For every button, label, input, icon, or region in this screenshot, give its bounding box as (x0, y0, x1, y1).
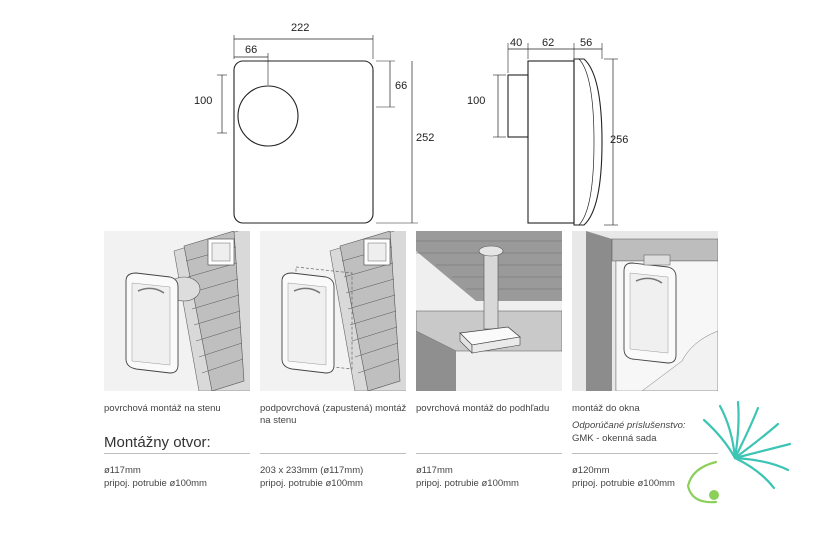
section-heading: Montážny otvor: (104, 434, 211, 451)
caption-recessed-wall: podpovrchová (zapustená) montáž na stenu (260, 403, 407, 426)
dim-front-width: 222 (291, 22, 310, 34)
caption-ceiling: povrchová montáž do podhľadu (416, 403, 550, 414)
panel-recessed-wall (260, 231, 406, 391)
caption-window: montáž do okna (572, 403, 640, 414)
divider-4 (572, 453, 718, 454)
accessory-label: Odporúčané príslušenstvo: (572, 420, 722, 432)
spec-window: ø120mm pripoj. potrubie ø100mm (572, 464, 722, 490)
spec-pipe: pripoj. potrubie ø100mm (416, 478, 519, 489)
divider-1 (104, 453, 250, 454)
spec-hole: 203 x 233mm (ø117mm) (260, 465, 364, 476)
panel-ceiling (416, 231, 562, 391)
panel-window (572, 231, 718, 391)
dim-front-offset-left: 66 (245, 44, 258, 56)
side-view-drawing (493, 43, 618, 226)
accessory-label-text: Odporúčané príslušenstvo: (572, 420, 686, 431)
spec-hole: ø117mm (416, 465, 453, 476)
dim-side-height: 256 (610, 134, 629, 146)
illustration-surface-wall (104, 231, 250, 391)
divider-2 (260, 453, 406, 454)
accessory-value: GMK - okenná sada (572, 433, 657, 444)
illustration-window (572, 231, 718, 391)
dim-side-depth2: 62 (542, 37, 555, 49)
logo-dandelion-icon (686, 400, 792, 504)
spec-pipe: pripoj. potrubie ø100mm (572, 478, 675, 489)
dim-side-hole: 100 (467, 95, 486, 107)
front-view-drawing (217, 35, 418, 224)
spec-ceiling: ø117mm pripoj. potrubie ø100mm (416, 464, 566, 490)
spec-pipe: pripoj. potrubie ø100mm (260, 478, 363, 489)
panel-surface-wall (104, 231, 250, 391)
spec-pipe: pripoj. potrubie ø100mm (104, 478, 207, 489)
dim-front-height: 252 (416, 132, 435, 144)
caption-surface-wall: povrchová montáž na stenu (104, 403, 221, 414)
illustration-recessed-wall (260, 231, 406, 391)
spec-surface-wall: ø117mm pripoj. potrubie ø100mm (104, 464, 254, 490)
dim-front-offset-top: 66 (395, 80, 408, 92)
illustration-ceiling (416, 231, 562, 391)
dim-side-depth3: 56 (580, 37, 593, 49)
spec-recessed-wall: 203 x 233mm (ø117mm) pripoj. potrubie ø1… (260, 464, 410, 490)
dim-front-hole: 100 (194, 95, 213, 107)
spec-hole: ø117mm (104, 465, 141, 476)
divider-3 (416, 453, 562, 454)
spec-hole: ø120mm (572, 465, 610, 476)
dim-side-depth1: 40 (510, 37, 523, 49)
